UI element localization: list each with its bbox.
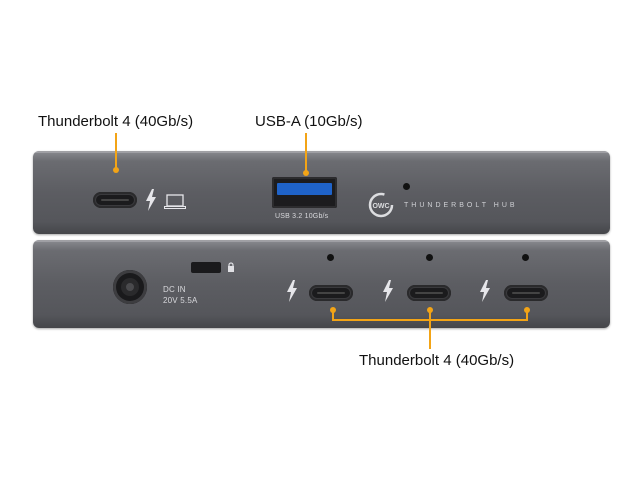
label-thunderbolt-4-top: Thunderbolt 4 (40Gb/s): [38, 113, 194, 130]
thunderbolt-icon: [480, 280, 490, 302]
hub-rear-panel: DC IN 20V 5.5A: [33, 240, 610, 328]
callout-dot: [113, 167, 119, 173]
dc-spec-label: 20V 5.5A: [163, 296, 198, 305]
owc-logo-icon: OWC: [368, 192, 394, 218]
label-thunderbolt-4-bottom: Thunderbolt 4 (40Gb/s): [359, 352, 515, 369]
thunderbolt-port-rear-1: [309, 285, 353, 301]
callout-line-tb4-bottom-left: [332, 309, 334, 321]
port-led: [327, 254, 334, 261]
port-led: [426, 254, 433, 261]
owc-logo-text: OWC: [372, 203, 389, 210]
usb-a-port: [272, 177, 337, 208]
port-led: [522, 254, 529, 261]
usb-a-tongue: [277, 183, 332, 195]
thunderbolt-port-rear-2: [407, 285, 451, 301]
status-led: [403, 183, 410, 190]
usb-caption: USB 3.2 10Gb/s: [275, 213, 329, 220]
lock-icon: [228, 262, 234, 272]
power-jack-icon: [113, 270, 147, 304]
brand-text: THUNDERBOLT HUB: [404, 202, 518, 209]
thunderbolt-port-front: [93, 192, 137, 208]
thunderbolt-icon: [287, 280, 297, 302]
thunderbolt-icon: [146, 189, 156, 211]
callout-line-tb4-bottom-right: [526, 309, 528, 321]
dc-in-label: DC IN: [163, 285, 186, 294]
security-slot: [191, 262, 221, 273]
thunderbolt-port-rear-3: [504, 285, 548, 301]
callout-line-tb4-bottom-center: [429, 309, 431, 349]
hub-front-panel: USB 3.2 10Gb/s OWC THUNDERBOLT HUB: [33, 151, 610, 234]
callout-line-tb4-top: [115, 133, 117, 170]
laptop-icon: [164, 194, 186, 209]
label-usb-a: USB-A (10Gb/s): [255, 113, 363, 130]
callout-line-usb-a: [305, 133, 307, 173]
callout-dot: [303, 170, 309, 176]
thunderbolt-icon: [383, 280, 393, 302]
